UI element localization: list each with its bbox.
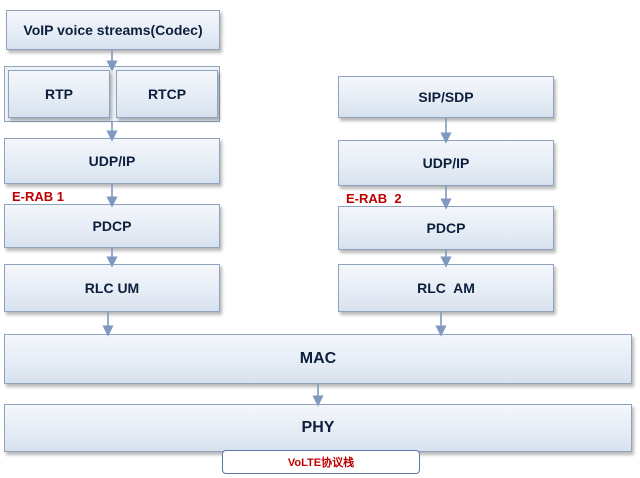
udp-ip-right-label: UDP/IP — [422, 155, 470, 171]
rtcp-label: RTCP — [147, 86, 187, 102]
rtcp-box: RTCP — [116, 70, 218, 118]
pdcp-right-label: PDCP — [426, 220, 466, 236]
rlc-um-label: RLC UM — [84, 280, 140, 296]
mac-label: MAC — [299, 350, 337, 367]
rlc-um-box: RLC UM — [4, 264, 220, 312]
sip-sdp-label: SIP/SDP — [418, 89, 474, 105]
rlc-am-box: RLC AM — [338, 264, 554, 312]
volte-stack-caption: VoLTE协议栈 — [222, 450, 420, 474]
rtp-label: RTP — [45, 86, 73, 102]
udp-ip-right-box: UDP/IP — [338, 140, 554, 186]
mac-box: MAC — [4, 334, 632, 384]
sip-sdp-box: SIP/SDP — [338, 76, 554, 118]
udp-ip-left-box: UDP/IP — [4, 138, 220, 184]
e-rab-2-label: E-RAB 2 — [346, 191, 402, 206]
e-rab-1-label: E-RAB 1 — [12, 189, 65, 204]
rtp-box: RTP — [8, 70, 110, 118]
rlc-am-label: RLC AM — [417, 280, 475, 296]
udp-ip-left-label: UDP/IP — [88, 153, 136, 169]
pdcp-left-label: PDCP — [92, 218, 132, 234]
phy-box: PHY — [4, 404, 632, 452]
voip-codec-label: VoIP voice streams(Codec) — [23, 22, 203, 38]
pdcp-left-box: PDCP — [4, 204, 220, 248]
volte-stack-caption-label: VoLTE协议栈 — [287, 457, 355, 469]
voip-codec-box: VoIP voice streams(Codec) — [6, 10, 220, 50]
phy-label: PHY — [301, 419, 335, 436]
pdcp-right-box: PDCP — [338, 206, 554, 250]
